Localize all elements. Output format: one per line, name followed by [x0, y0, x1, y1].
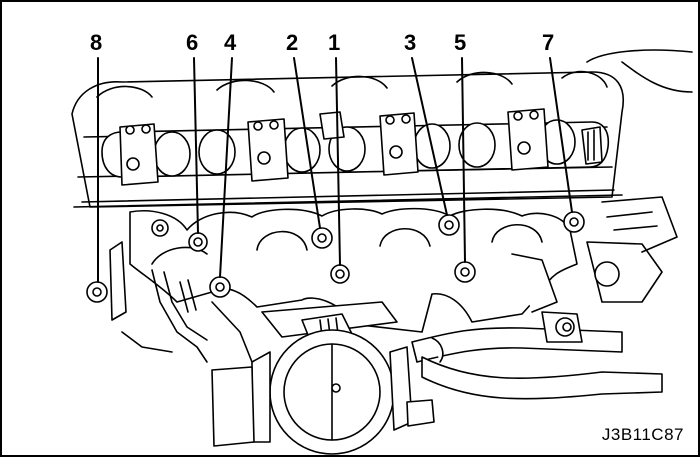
callout-1: 1	[328, 30, 341, 55]
heat-shield-bracket	[121, 269, 253, 363]
bolt-3	[438, 214, 460, 236]
bolt-8	[86, 281, 108, 303]
callout-7: 7	[542, 30, 555, 55]
leader-lines	[97, 57, 573, 283]
bearing-caps	[119, 108, 549, 186]
callout-6: 6	[186, 30, 199, 55]
bolt-5	[454, 261, 476, 283]
callout-4: 4	[224, 30, 237, 55]
callout-5: 5	[454, 30, 467, 55]
figure-code: J3B11C87	[601, 425, 684, 444]
bolt-7	[563, 211, 585, 233]
hoses	[406, 241, 663, 427]
callout-2: 2	[286, 30, 299, 55]
bolt-2	[311, 227, 333, 249]
bolt-6	[188, 232, 208, 252]
callout-3: 3	[404, 30, 417, 55]
callout-8: 8	[90, 30, 103, 55]
bolt-1	[330, 264, 350, 284]
right-side-parts	[586, 49, 693, 253]
bolt-4	[209, 276, 231, 298]
